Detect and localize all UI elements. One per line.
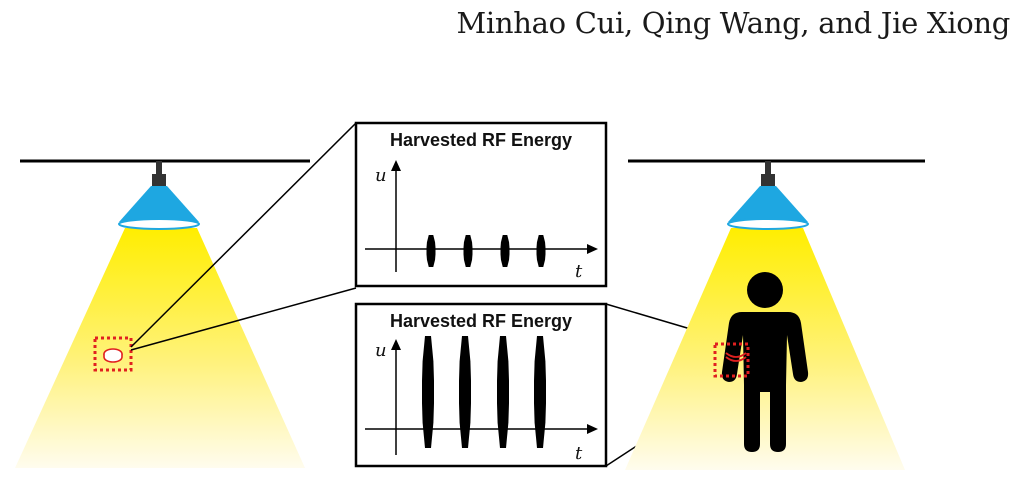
rf-pulse [497, 336, 509, 448]
x-axis-label: t [575, 443, 583, 464]
ceiling-lamp-icon [118, 161, 200, 230]
ceiling-lamp-icon [727, 161, 809, 230]
panel-title: Harvested RF Energy [390, 311, 572, 331]
rf-pulse [422, 336, 434, 448]
rf-pulse [459, 336, 471, 448]
author-line: Minhao Cui, Qing Wang, and Jie Xiong [456, 6, 1011, 40]
rf-pulse [500, 235, 510, 267]
pulse-group [426, 235, 546, 267]
x-axis-label: t [575, 261, 583, 282]
energy-panel-strong: Harvested RF Energy u t [354, 302, 608, 468]
callout-line [130, 122, 357, 348]
axes [365, 160, 598, 272]
light-sensor-icon [93, 336, 133, 372]
rf-pulse [426, 235, 436, 267]
right-scene [625, 159, 925, 470]
person-icon [721, 272, 809, 452]
rf-pulse [463, 235, 473, 267]
energy-panel-weak: Harvested RF Energy u t [354, 121, 608, 288]
callout-line [130, 287, 357, 351]
pulse-group [422, 336, 546, 448]
y-axis-label: u [375, 340, 387, 361]
rf-pulse [536, 235, 546, 267]
rf-pulse [534, 336, 546, 448]
left-scene [15, 159, 310, 468]
panel-title: Harvested RF Energy [390, 130, 572, 150]
light-beam-left [15, 228, 305, 468]
light-sensor-icon [713, 342, 750, 378]
y-axis-label: u [375, 165, 387, 186]
axes [365, 339, 598, 455]
